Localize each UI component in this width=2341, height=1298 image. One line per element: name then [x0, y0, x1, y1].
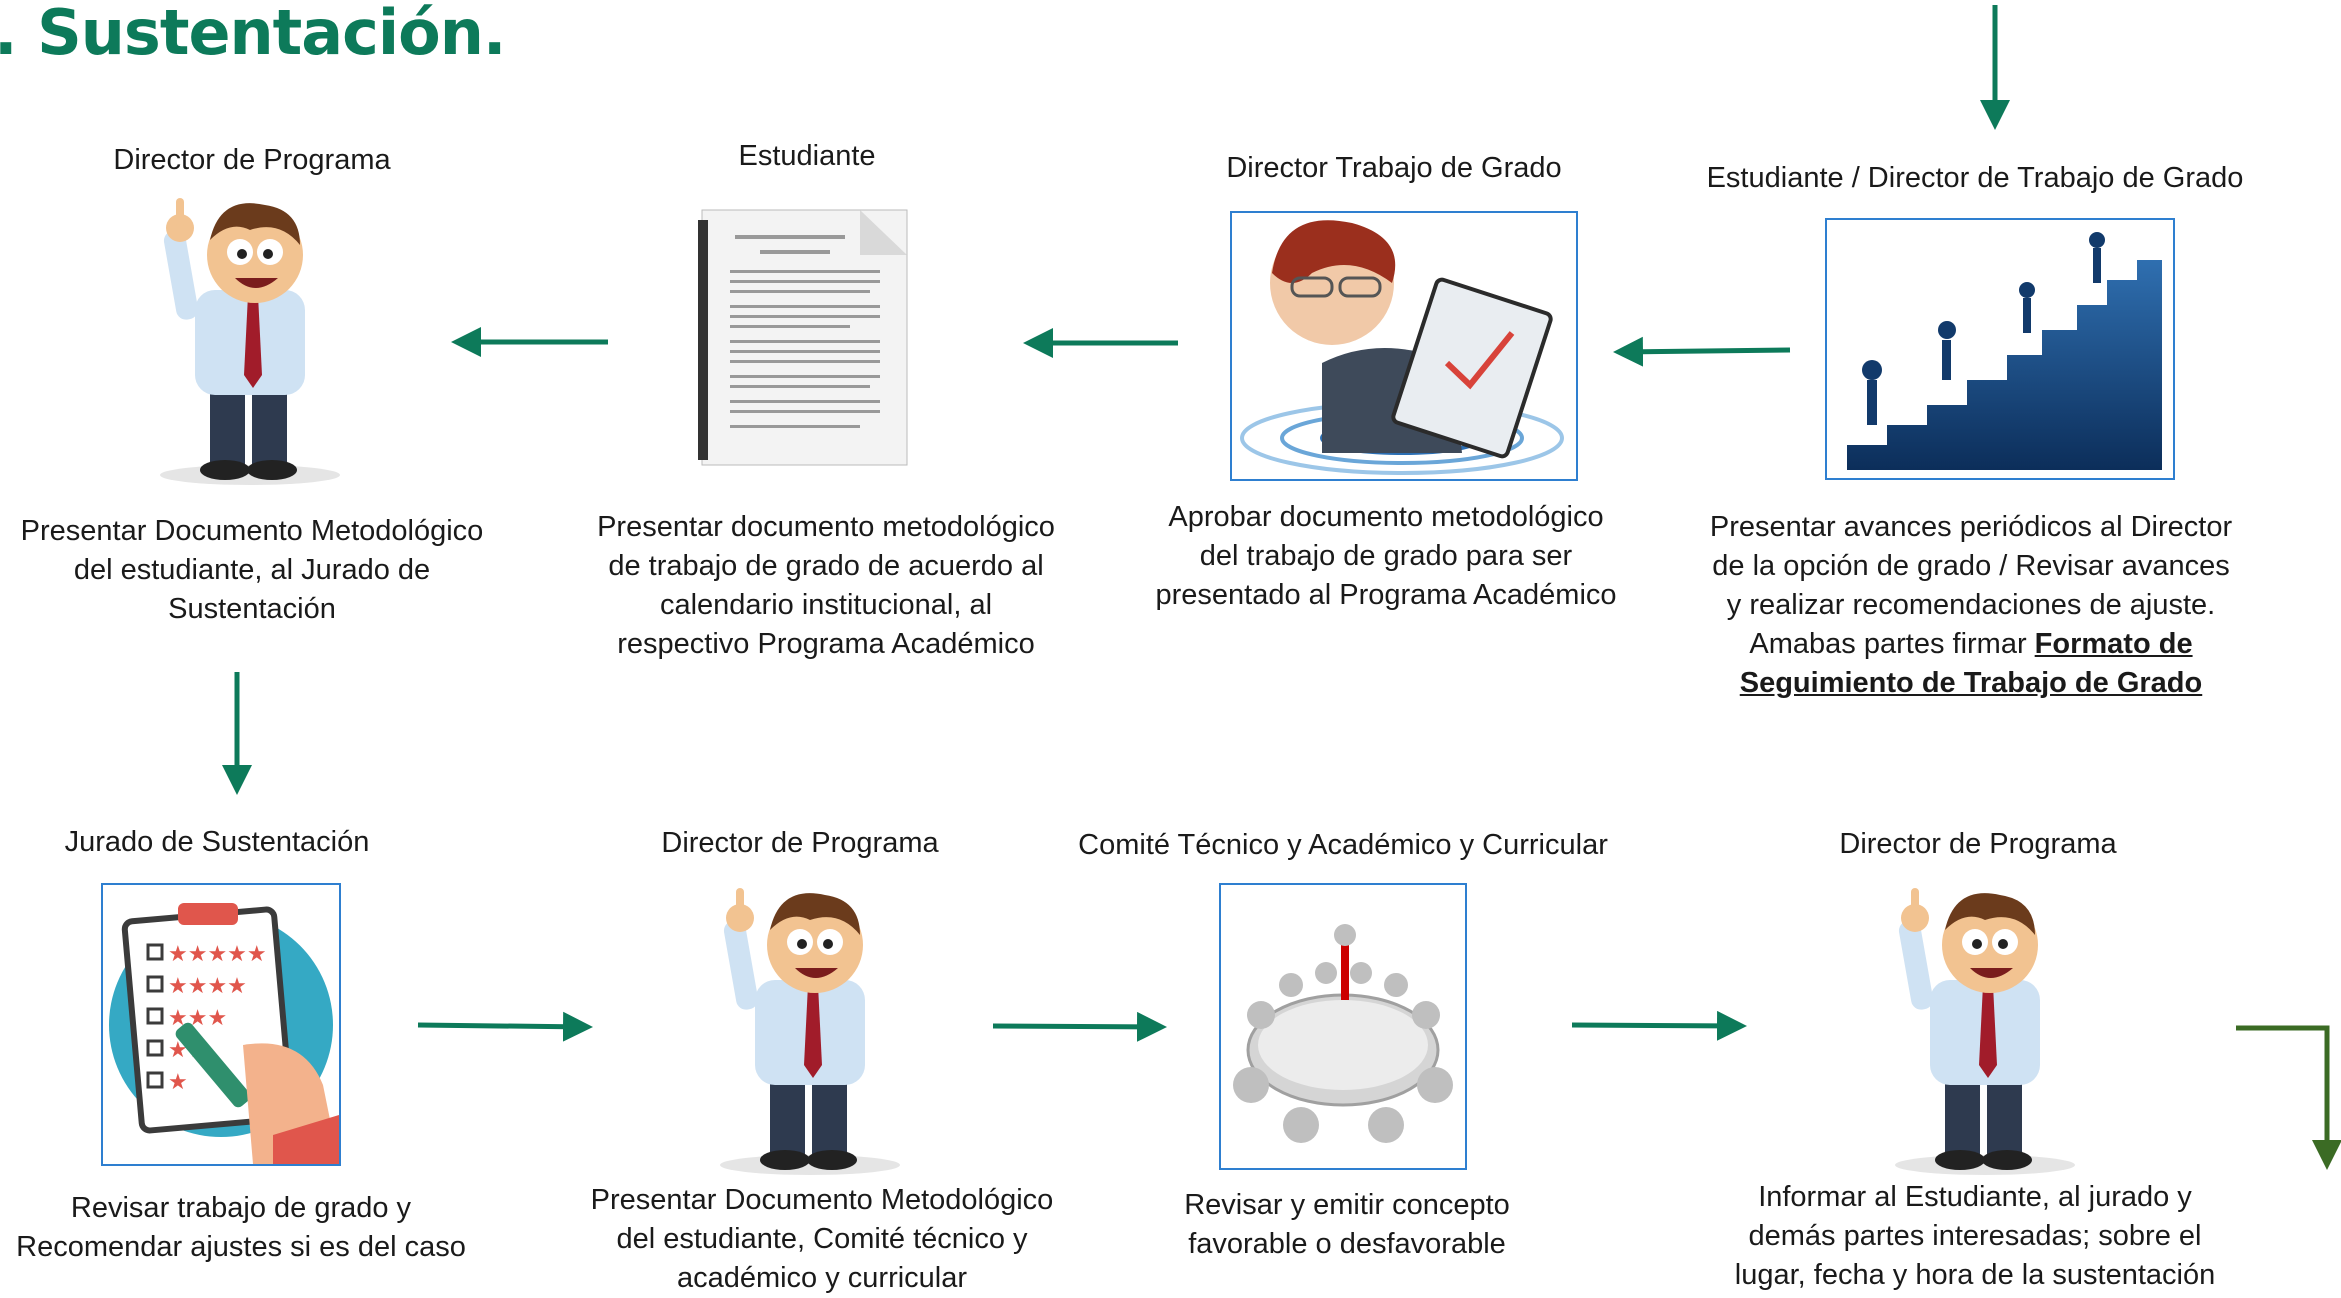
- role-jurado-sustentacion: Jurado de Sustentación: [64, 826, 370, 858]
- role-estudiante: Estudiante: [738, 140, 876, 172]
- desc-estudiante: Presentar documento metodológico de trab…: [597, 511, 1055, 660]
- woman-clipboard-icon: [1230, 211, 1578, 481]
- desc-jurado-sustentacion: Revisar trabajo de grado y Recomendar aj…: [16, 1192, 466, 1263]
- role-director-trabajo-grado: Director Trabajo de Grado: [1226, 152, 1562, 184]
- arrow-left-1: [1613, 336, 1791, 367]
- desc-director-programa-1: Presentar Documento Metodológico del est…: [20, 515, 484, 625]
- desc-comite: Revisar y emitir concepto favorable o de…: [1184, 1189, 1510, 1260]
- role-director-programa-3: Director de Programa: [1839, 828, 2117, 860]
- arrow-right-1: [417, 1011, 593, 1042]
- desc-estudiante-director-text: Presentar avances periódicos al Director…: [1709, 511, 2233, 660]
- desc-director-trabajo-grado: Aprobar documento metodológico del traba…: [1155, 501, 1617, 611]
- desc-estudiante-director: Presentar avances periódicos al Director…: [1701, 508, 2241, 703]
- svg-text:★★★★★: ★★★★★: [168, 942, 267, 967]
- desc-director-programa-2: Presentar Documento Metodológico del est…: [590, 1184, 1054, 1294]
- desc-director-programa-3: Informar al Estudiante, al jurado y demá…: [1734, 1181, 2216, 1291]
- role-director-programa-1: Director de Programa: [113, 144, 391, 176]
- checklist-icon: ★★★★★★★★★ ★★★★★★: [101, 883, 341, 1166]
- stairs-progress-icon: [1825, 218, 2175, 480]
- svg-text:★★★★: ★★★★: [168, 974, 247, 999]
- role-comite: Comité Técnico y Académico y Curricular: [1078, 829, 1608, 861]
- cartoon-man-icon: [140, 190, 360, 490]
- cartoon-man-icon: [700, 880, 920, 1180]
- cartoon-man-icon: [1875, 880, 2095, 1180]
- arrow-elbow-right: [2236, 1025, 2341, 1170]
- svg-text:★: ★: [168, 1070, 188, 1095]
- formato-seguimiento-link[interactable]: Formato de Seguimiento de Trabajo de Gra…: [1739, 628, 2203, 699]
- page-title: . Sustentación.: [0, 0, 506, 69]
- role-director-programa-2: Director de Programa: [661, 827, 939, 859]
- arrow-right-3: [1571, 1010, 1747, 1041]
- arrow-right-2: [992, 1011, 1167, 1042]
- role-estudiante-director: Estudiante / Director de Trabajo de Grad…: [1706, 162, 2244, 194]
- document-icon: [690, 200, 920, 470]
- meeting-table-icon: [1219, 883, 1467, 1170]
- svg-text:★★★: ★★★: [168, 1006, 227, 1031]
